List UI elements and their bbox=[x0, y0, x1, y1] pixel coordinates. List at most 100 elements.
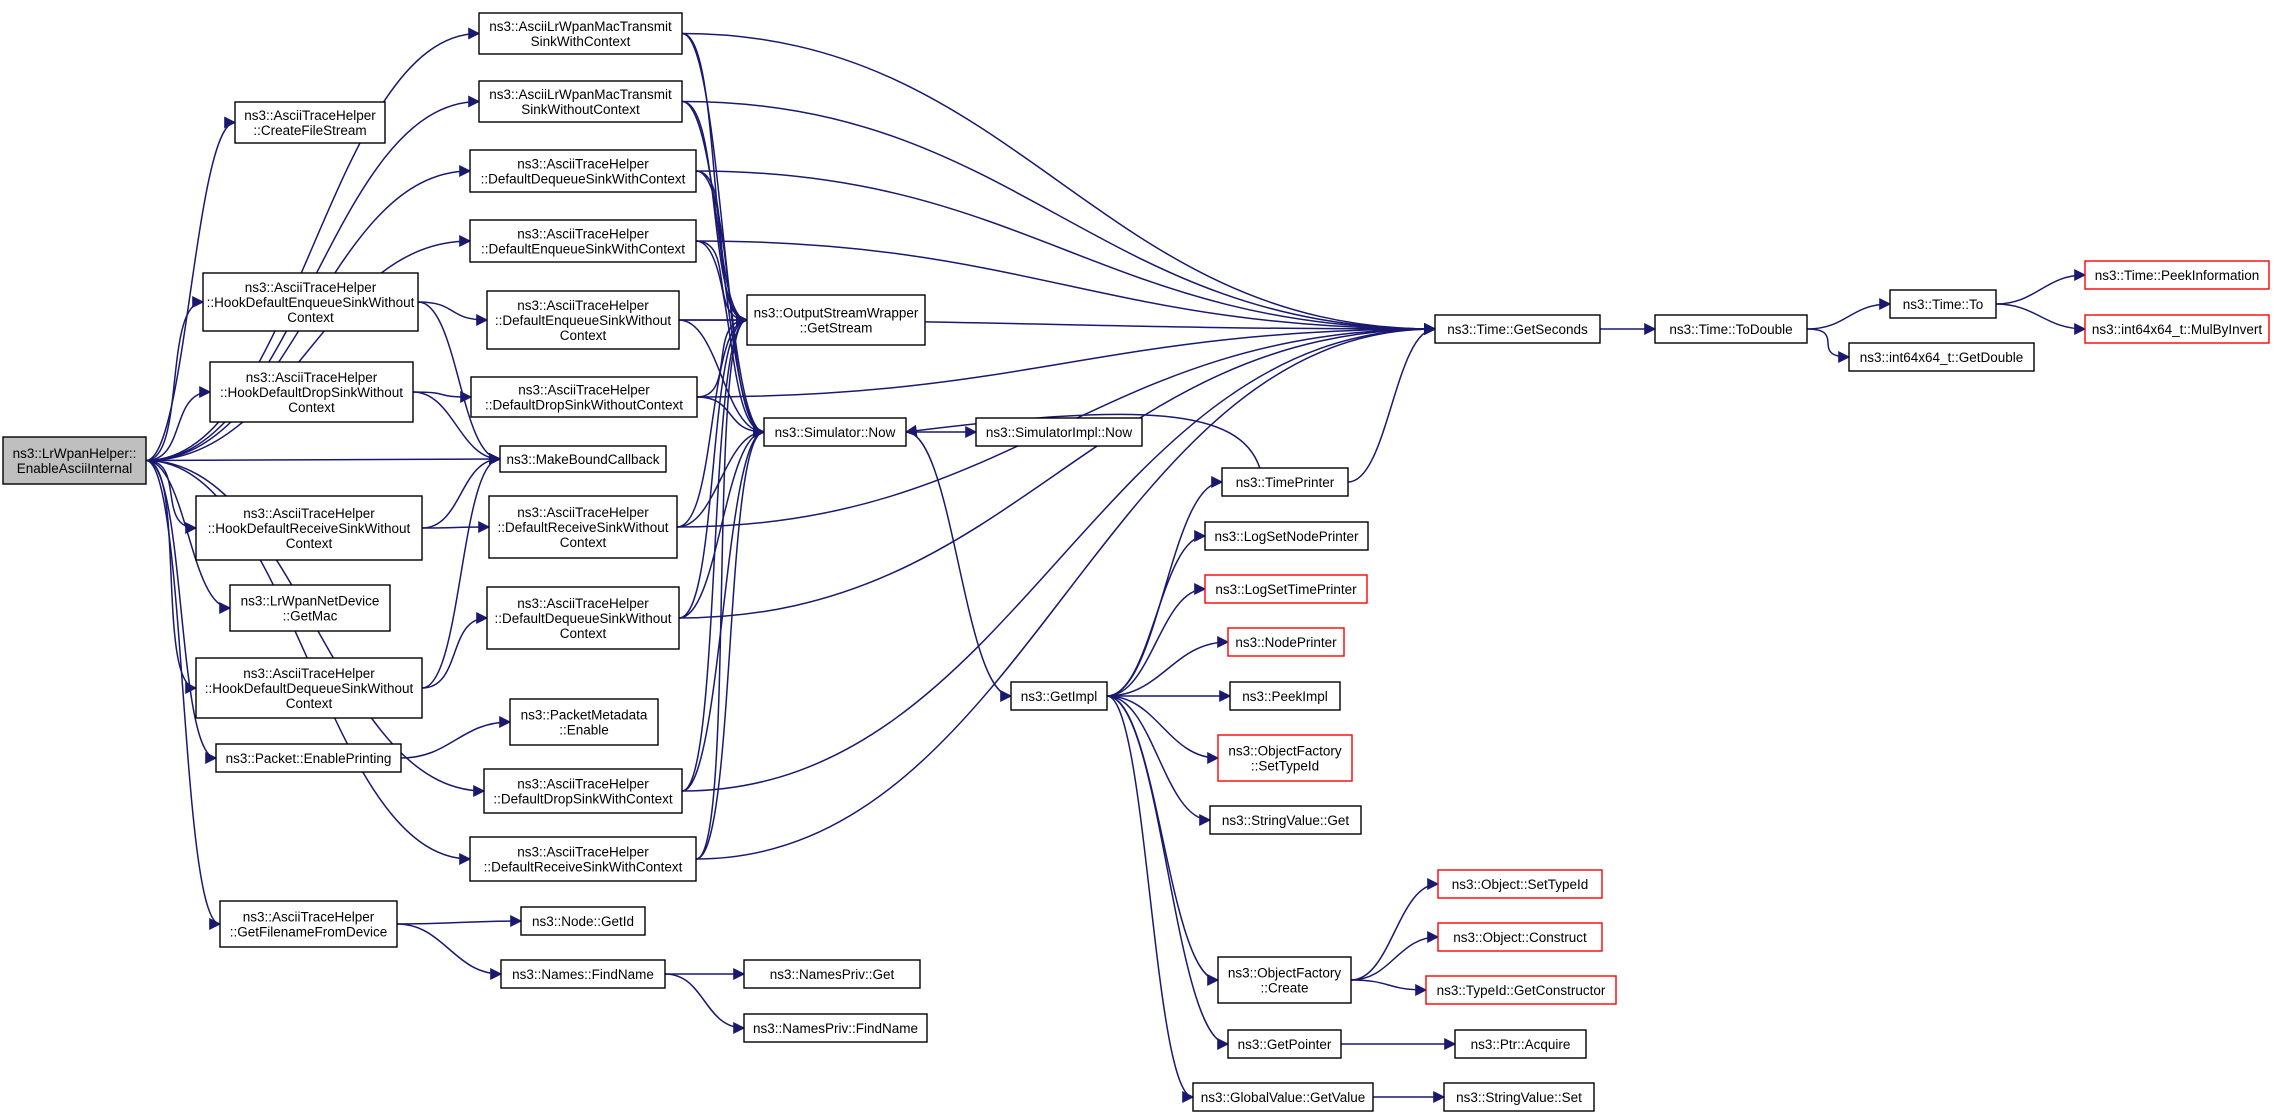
node-get-filename[interactable]: ns3::AsciiTraceHelper::GetFilenameFromDe… bbox=[219, 900, 398, 948]
node-box bbox=[1217, 956, 1352, 1004]
node-label-line: ns3::AsciiLrWpanMacTransmit bbox=[489, 87, 672, 102]
node-object-settypeid[interactable]: ns3::Object::SetTypeId bbox=[1437, 869, 1603, 899]
node-ptr-acquire[interactable]: ns3::Ptr::Acquire bbox=[1454, 1029, 1587, 1059]
node-time-todouble[interactable]: ns3::Time::ToDouble bbox=[1654, 314, 1808, 344]
node-box bbox=[195, 657, 423, 719]
node-label-line: ns3::StringValue::Set bbox=[1456, 1090, 1582, 1105]
edge-mac-tx-with-to-get-stream bbox=[681, 32, 749, 326]
edge-get-impl-to-of-create bbox=[1106, 695, 1220, 986]
node-root[interactable]: ns3::LrWpanHelper::EnableAsciiInternal bbox=[2, 436, 147, 485]
node-mac-tx-without[interactable]: ns3::AsciiLrWpanMacTransmitSinkWithoutCo… bbox=[478, 80, 683, 123]
node-log-time-printer[interactable]: ns3::LogSetTimePrinter bbox=[1204, 574, 1368, 604]
node-globalvalue-get[interactable]: ns3::GlobalValue::GetValue bbox=[1192, 1082, 1374, 1112]
node-label-line: ::HookDefaultEnqueueSinkWithout bbox=[207, 295, 415, 310]
node-recv-with[interactable]: ns3::AsciiTraceHelper::DefaultReceiveSin… bbox=[469, 836, 697, 882]
node-namespriv-get[interactable]: ns3::NamesPriv::Get bbox=[743, 959, 921, 989]
edge-deq-with-to-get-stream bbox=[695, 170, 749, 326]
edge-hook-deq-to-deq-without bbox=[421, 612, 489, 689]
node-stringvalue-set[interactable]: ns3::StringValue::Set bbox=[1443, 1082, 1595, 1112]
node-typeid-getconstructor[interactable]: ns3::TypeId::GetConstructor bbox=[1425, 975, 1617, 1005]
node-get-stream[interactable]: ns3::OutputStreamWrapper::GetStream bbox=[746, 294, 926, 346]
node-time-peekinfo[interactable]: ns3::Time::PeekInformation bbox=[2084, 260, 2270, 290]
node-names-find[interactable]: ns3::Names::FindName bbox=[500, 959, 666, 989]
node-make-bound[interactable]: ns3::MakeBoundCallback bbox=[499, 445, 667, 473]
node-hook-recv[interactable]: ns3::AsciiTraceHelper::HookDefaultReceiv… bbox=[195, 495, 423, 561]
node-label-line: ns3::AsciiTraceHelper bbox=[244, 108, 376, 123]
node-sim-now[interactable]: ns3::Simulator::Now bbox=[763, 417, 907, 447]
node-create-file[interactable]: ns3::AsciiTraceHelper::CreateFileStream bbox=[234, 101, 386, 144]
node-get-pointer[interactable]: ns3::GetPointer bbox=[1227, 1029, 1342, 1059]
node-of-settypeid[interactable]: ns3::ObjectFactory::SetTypeId bbox=[1217, 734, 1353, 782]
node-box bbox=[743, 959, 921, 989]
edge-drop-with-to-get-stream bbox=[681, 314, 749, 792]
node-get-mac[interactable]: ns3::LrWpanNetDevice::GetMac bbox=[229, 584, 391, 632]
edge-mac-tx-with-to-sim-now bbox=[681, 32, 766, 438]
node-label-line: ns3::SimulatorImpl::Now bbox=[986, 425, 1133, 440]
node-peek-impl[interactable]: ns3::PeekImpl bbox=[1229, 681, 1341, 711]
node-drop-with[interactable]: ns3::AsciiTraceHelper::DefaultDropSinkWi… bbox=[483, 768, 683, 814]
node-mac-tx-with[interactable]: ns3::AsciiLrWpanMacTransmitSinkWithConte… bbox=[478, 12, 683, 55]
node-enq-without[interactable]: ns3::AsciiTraceHelper::DefaultEnqueueSin… bbox=[486, 290, 680, 350]
node-hook-deq[interactable]: ns3::AsciiTraceHelper::HookDefaultDequeu… bbox=[195, 657, 423, 719]
edge-names-find-to-namespriv-find bbox=[664, 973, 746, 1034]
node-hook-drop[interactable]: ns3::AsciiTraceHelper::HookDefaultDropSi… bbox=[209, 361, 414, 423]
node-label-line: ::GetStream bbox=[800, 321, 873, 336]
node-box bbox=[486, 290, 680, 350]
node-label-line: ns3::ObjectFactory bbox=[1228, 744, 1342, 759]
node-deq-without[interactable]: ns3::AsciiTraceHelper::DefaultDequeueSin… bbox=[486, 586, 680, 650]
node-pktmeta-enable[interactable]: ns3::PacketMetadata::Enable bbox=[509, 698, 659, 746]
edge-path bbox=[1995, 269, 2087, 305]
edge-get-filename-to-names-find bbox=[396, 923, 503, 980]
node-label-line: ns3::StringValue::Get bbox=[1222, 813, 1350, 828]
node-box bbox=[488, 495, 678, 559]
node-box bbox=[743, 1013, 928, 1043]
node-label-line: ::DefaultEnqueueSinkWithout bbox=[495, 313, 672, 328]
node-namespriv-find[interactable]: ns3::NamesPriv::FindName bbox=[743, 1013, 928, 1043]
node-node-getid[interactable]: ns3::Node::GetId bbox=[520, 906, 646, 936]
edge-path bbox=[681, 32, 1437, 335]
node-mulbyinvert[interactable]: ns3::int64x64_t::MulByInvert bbox=[2084, 314, 2270, 344]
node-enq-with[interactable]: ns3::AsciiTraceHelper::DefaultEnqueueSin… bbox=[469, 219, 697, 263]
node-drop-without[interactable]: ns3::AsciiTraceHelper::DefaultDropSinkWi… bbox=[470, 376, 698, 418]
node-time-printer[interactable]: ns3::TimePrinter bbox=[1221, 467, 1349, 497]
node-box bbox=[2084, 314, 2270, 344]
edge-recv-without-to-sim-now bbox=[676, 426, 766, 528]
node-deq-with[interactable]: ns3::AsciiTraceHelper::DefaultDequeueSin… bbox=[469, 149, 697, 193]
node-label-line: ns3::TypeId::GetConstructor bbox=[1437, 983, 1606, 998]
node-label-line: ns3::GlobalValue::GetValue bbox=[1201, 1090, 1366, 1105]
node-getdouble[interactable]: ns3::int64x64_t::GetDouble bbox=[1848, 342, 2035, 372]
edge-recv-with-to-sim-now bbox=[695, 426, 766, 860]
node-of-create[interactable]: ns3::ObjectFactory::Create bbox=[1217, 956, 1352, 1004]
node-time-to[interactable]: ns3::Time::To bbox=[1889, 289, 1997, 319]
node-recv-without[interactable]: ns3::AsciiTraceHelper::DefaultReceiveSin… bbox=[488, 495, 678, 559]
edge-time-todouble-to-getdouble bbox=[1806, 328, 1851, 363]
edge-hook-deq-to-make-bound bbox=[421, 453, 502, 689]
node-label-line: ns3::Node::GetId bbox=[532, 914, 634, 929]
node-simimpl-now[interactable]: ns3::SimulatorImpl::Now bbox=[975, 417, 1143, 447]
node-label-line: ns3::Time::To bbox=[1903, 297, 1984, 312]
edge-of-create-to-object-construct bbox=[1350, 931, 1440, 981]
node-label-line: SinkWithContext bbox=[531, 34, 631, 49]
node-label-line: ns3::PeekImpl bbox=[1242, 689, 1328, 704]
edge-deq-without-to-get-stream bbox=[678, 314, 749, 619]
node-box bbox=[195, 495, 423, 561]
node-hook-enq[interactable]: ns3::AsciiTraceHelper::HookDefaultEnqueu… bbox=[202, 272, 419, 332]
node-label-line: ::HookDefaultDequeueSinkWithout bbox=[205, 681, 414, 696]
node-stringvalue-get[interactable]: ns3::StringValue::Get bbox=[1209, 805, 1362, 835]
node-object-construct[interactable]: ns3::Object::Construct bbox=[1437, 922, 1603, 952]
node-label-line: ns3::Names::FindName bbox=[512, 967, 654, 982]
node-time-getseconds[interactable]: ns3::Time::GetSeconds bbox=[1434, 314, 1601, 344]
node-box bbox=[478, 12, 683, 55]
edge-time-printer-to-time-getseconds bbox=[1347, 323, 1437, 483]
node-node-printer[interactable]: ns3::NodePrinter bbox=[1227, 627, 1345, 657]
edge-path bbox=[1106, 530, 1207, 697]
node-label-line: ns3::Ptr::Acquire bbox=[1471, 1037, 1571, 1052]
edge-deq-with-to-sim-now bbox=[695, 170, 766, 438]
node-label-line: ns3::NodePrinter bbox=[1235, 635, 1337, 650]
node-log-node-printer[interactable]: ns3::LogSetNodePrinter bbox=[1204, 521, 1369, 551]
node-label-line: ns3::Simulator::Now bbox=[775, 425, 896, 440]
edge-of-create-to-typeid-getconstructor bbox=[1350, 979, 1428, 996]
node-pkt-enable[interactable]: ns3::Packet::EnablePrinting bbox=[215, 743, 402, 773]
node-get-impl[interactable]: ns3::GetImpl bbox=[1010, 681, 1108, 711]
edge-path bbox=[1106, 636, 1230, 697]
